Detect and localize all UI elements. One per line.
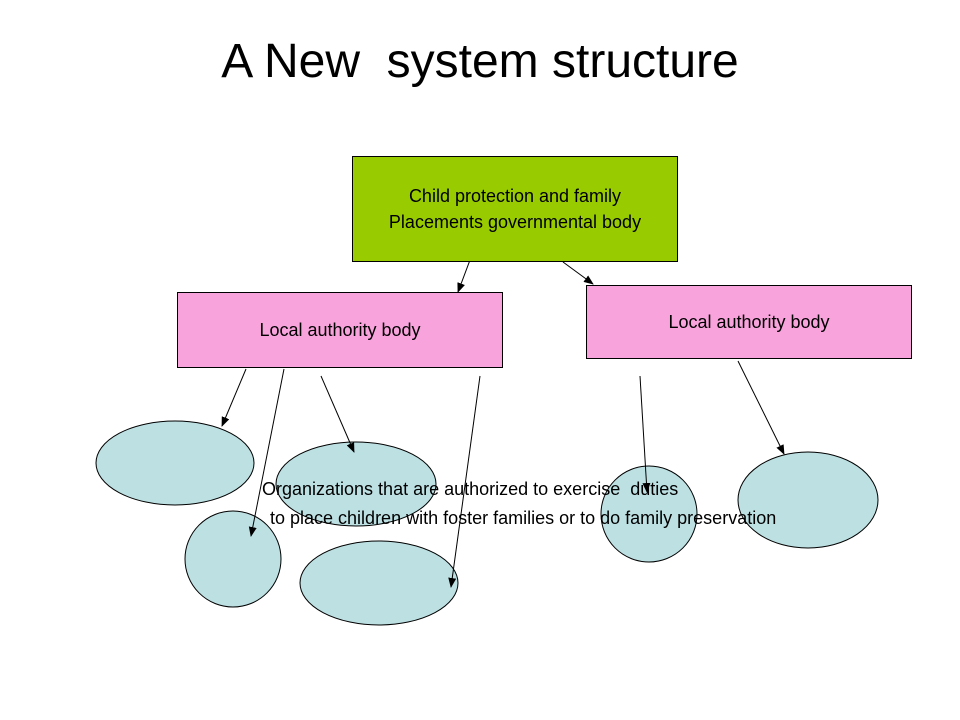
arrow-top-to-right <box>562 261 594 285</box>
local-authority-label-right: Local authority body <box>668 311 830 332</box>
local-authority-node-left: Local authority body <box>177 292 503 368</box>
arrow-left-to-org-2 <box>320 375 355 453</box>
organizations-caption-line-2: to place children with foster families o… <box>270 508 777 528</box>
arrow-left-to-org-1 <box>221 368 247 427</box>
arrow-right-to-org-5 <box>639 375 651 493</box>
arrow-left-to-org-4 <box>448 375 481 588</box>
organization-node-5 <box>600 465 698 563</box>
governmental-body-line-2: Placements governmental body <box>388 212 642 232</box>
local-authority-label-left: Local authority body <box>259 319 421 340</box>
arrow-right-to-org-6 <box>737 360 785 455</box>
local-authority-node-right: Local authority body <box>586 285 912 359</box>
arrow-left-to-org-3 <box>248 368 285 537</box>
governmental-body-line-1: Child protection and family <box>408 185 622 206</box>
governmental-body-node: Child protection and family Placements g… <box>352 156 678 262</box>
organization-node-3 <box>184 510 282 608</box>
organization-node-6 <box>737 451 879 549</box>
slide-title: A New system structure <box>221 35 739 88</box>
organization-node-4 <box>299 540 459 626</box>
organization-node-1 <box>95 420 255 506</box>
organizations-caption-line-1: Organizations that are authorized to exe… <box>262 479 679 499</box>
organization-node-2 <box>275 441 437 527</box>
